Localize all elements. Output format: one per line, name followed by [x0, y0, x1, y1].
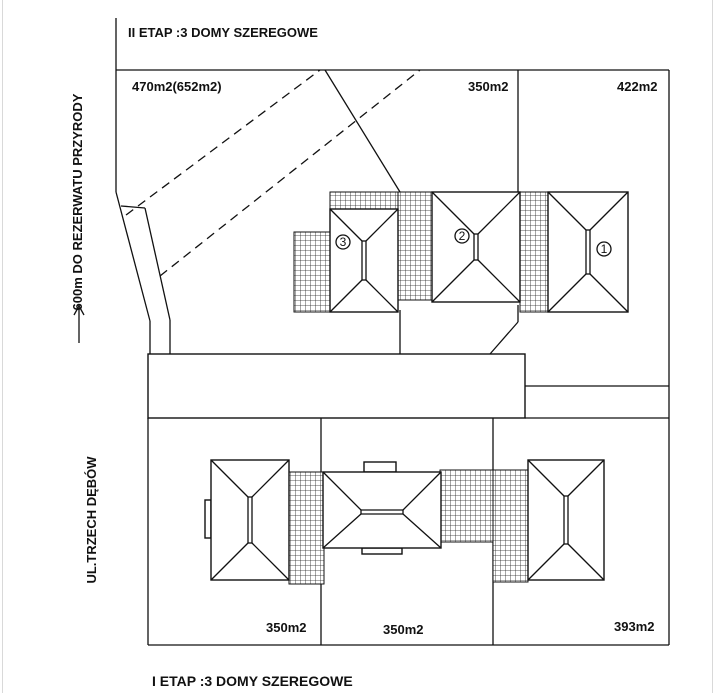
- house-1-roof: [547, 191, 629, 313]
- upper-plots-outline: [115, 18, 670, 387]
- house-number-1: 1: [596, 241, 612, 257]
- plot-area-top-middle: 350m2: [468, 79, 508, 94]
- stage-one-title: I ETAP :3 DOMY SZEREGOWE: [152, 673, 353, 689]
- plot-area-bottom-left: 350m2: [266, 620, 306, 635]
- house-2-roof: [431, 191, 521, 303]
- left-page-edge: [2, 0, 3, 693]
- lower-plots-outline: [147, 386, 670, 646]
- dashed-easement: [125, 69, 421, 277]
- access-road: [147, 353, 526, 419]
- house-3-roof: [329, 208, 399, 313]
- house-lower-left-roof: [204, 459, 290, 581]
- street-name-label: UL.TRZECH DĘBÓW: [84, 456, 99, 584]
- stage-two-title: II ETAP :3 DOMY SZEREGOWE: [128, 25, 318, 40]
- arrow-up-icon: [73, 304, 85, 343]
- svg-text:2: 2: [459, 229, 466, 243]
- upper-terraces: [293, 191, 549, 313]
- house-number-2: 2: [454, 228, 470, 244]
- house-lower-right-roof: [527, 459, 605, 581]
- house-lower-middle-roof: [322, 461, 442, 555]
- plot-area-bottom-right: 393m2: [614, 619, 654, 634]
- plot-area-top-right: 422m2: [617, 79, 657, 94]
- plot-area-top-left: 470m2(652m2): [132, 79, 222, 94]
- right-page-edge: [712, 0, 713, 693]
- plot-area-bottom-middle: 350m2: [383, 622, 423, 637]
- svg-text:3: 3: [340, 235, 347, 249]
- lower-terraces: [288, 469, 529, 585]
- svg-text:1: 1: [601, 242, 608, 256]
- house-number-3: 3: [335, 234, 351, 250]
- reserve-distance-label: 600m DO REZERWATU PRZYRODY: [70, 93, 85, 310]
